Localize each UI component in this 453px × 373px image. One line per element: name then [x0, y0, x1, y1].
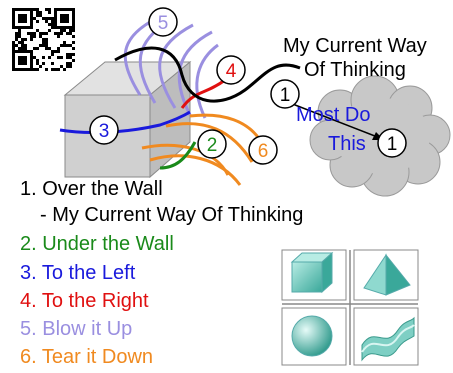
this-label: This	[328, 133, 366, 155]
legend-item-over-the-wall: 1. Over the Wall	[20, 178, 163, 200]
legend-item-current-way: - My Current Way Of Thinking	[40, 204, 303, 226]
marker-4: 4	[217, 56, 245, 84]
legend-item-blow-it-up: 5. Blow it Up	[20, 318, 132, 340]
marker-2: 2	[198, 130, 226, 158]
svg-text:6: 6	[258, 141, 269, 162]
svg-text:5: 5	[158, 13, 169, 34]
most-do-label: Most Do	[296, 104, 370, 126]
svg-text:2: 2	[207, 135, 218, 156]
legend-item-to-the-right: 4. To the Right	[20, 290, 149, 312]
svg-text:4: 4	[226, 61, 237, 82]
marker-1-top: 1	[271, 80, 299, 108]
shapes-panel	[282, 250, 418, 365]
title-line-1: My Current Way	[283, 35, 427, 57]
qr-code-icon	[12, 8, 75, 71]
legend-item-tear-it-down: 6. Tear it Down	[20, 346, 153, 368]
marker-5: 5	[149, 8, 177, 36]
svg-text:1: 1	[280, 85, 291, 106]
svg-text:1: 1	[387, 134, 398, 155]
marker-3: 3	[90, 116, 118, 144]
sphere-icon	[292, 316, 332, 356]
marker-1-cloud: 1	[378, 129, 406, 157]
legend-item-under-the-wall: 2. Under the Wall	[20, 233, 174, 255]
cube-icon	[292, 253, 332, 292]
title-line-2: Of Thinking	[304, 59, 406, 81]
svg-text:3: 3	[99, 121, 110, 142]
marker-6: 6	[249, 136, 277, 164]
legend-item-to-the-left: 3. To the Left	[20, 262, 135, 284]
